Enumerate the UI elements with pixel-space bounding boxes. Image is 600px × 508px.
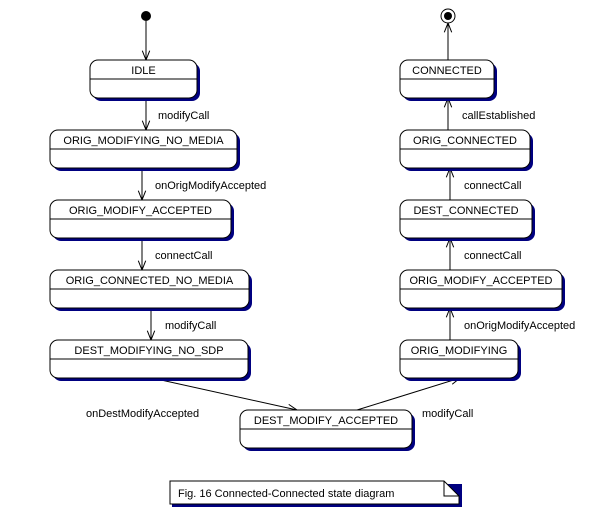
transition-label: connectCall [464,180,521,192]
state-name: ORIG_MODIFY_ACCEPTED [409,275,552,287]
transition-label: onOrigModifyAccepted [464,320,575,332]
state-name: ORIG_MODIFYING [411,345,508,357]
state-orig-modify-accepted-left: ORIG_MODIFY_ACCEPTED [49,199,234,241]
transition-line [151,377,298,411]
transition-orig-modifying-to-orig-modify-accepted-right: onOrigModifyAccepted [445,306,575,340]
state-dest-connected: DEST_CONNECTED [399,199,535,241]
transition-dest-connected-to-orig-connected: connectCall [445,166,521,200]
transition-orig-modifying-no-media-to-orig-modify-accepted-left: onOrigModifyAccepted [137,168,266,202]
initial-state-icon [141,11,151,21]
state-name: CONNECTED [412,65,482,77]
transition-idle-to-orig-modifying-no-media: modifyCall [141,98,209,132]
state-orig-connected: ORIG_CONNECTED [399,129,533,171]
transition-orig-modify-accepted-left-to-orig-connected-no-media: connectCall [137,238,212,272]
state-name: DEST_MODIFY_ACCEPTED [254,415,398,427]
transition-label: modifyCall [165,320,216,332]
transition-connected-to-final [443,21,453,60]
pseudostates-layer [141,8,456,24]
transition-line [356,377,461,411]
state-connected: CONNECTED [399,59,497,101]
caption-text: Fig. 16 Connected-Connected state diagra… [178,488,394,500]
state-name: ORIG_CONNECTED [413,135,517,147]
transition-label: connectCall [155,250,212,262]
state-orig-modifying: ORIG_MODIFYING [399,339,521,381]
transition-label: modifyCall [158,110,209,122]
state-orig-connected-no-media: ORIG_CONNECTED_NO_MEDIA [49,269,252,311]
transition-label: callEstablished [462,110,535,122]
transition-orig-connected-to-connected: callEstablished [443,96,535,130]
final-state-dot [444,12,452,20]
transition-orig-modify-accepted-right-to-dest-connected: connectCall [445,236,521,270]
state-dest-modifying-no-sdp: DEST_MODIFYING_NO_SDP [49,339,251,381]
transition-orig-connected-no-media-to-dest-modifying-no-sdp: modifyCall [146,308,216,342]
state-name: DEST_MODIFYING_NO_SDP [74,345,223,357]
transition-initial-to-idle [141,21,151,62]
transition-label: onOrigModifyAccepted [155,180,266,192]
transition-label: connectCall [464,250,521,262]
states-layer: IDLE ORIG_MODIFYING_NO_MEDIA ORIG_MODIFY_A… [49,59,565,451]
state-name: ORIG_CONNECTED_NO_MEDIA [66,275,234,287]
final-state-icon [440,8,456,24]
state-name: ORIG_MODIFY_ACCEPTED [69,205,212,217]
state-name: ORIG_MODIFYING_NO_MEDIA [63,135,224,147]
state-idle: IDLE [89,59,200,101]
state-name: IDLE [131,65,155,77]
state-orig-modifying-no-media: ORIG_MODIFYING_NO_MEDIA [49,129,240,171]
state-orig-modify-accepted-right: ORIG_MODIFY_ACCEPTED [399,269,565,311]
state-dest-modify-accepted: DEST_MODIFY_ACCEPTED [239,409,415,451]
transitions-layer: modifyCall onOrigModifyAccepted connectCal… [86,21,575,420]
transition-label: onDestModifyAccepted [86,408,199,420]
transition-label: modifyCall [422,408,473,420]
caption-note: Fig. 16 Connected-Connected state diagra… [169,480,462,507]
state-name: DEST_CONNECTED [413,205,518,217]
